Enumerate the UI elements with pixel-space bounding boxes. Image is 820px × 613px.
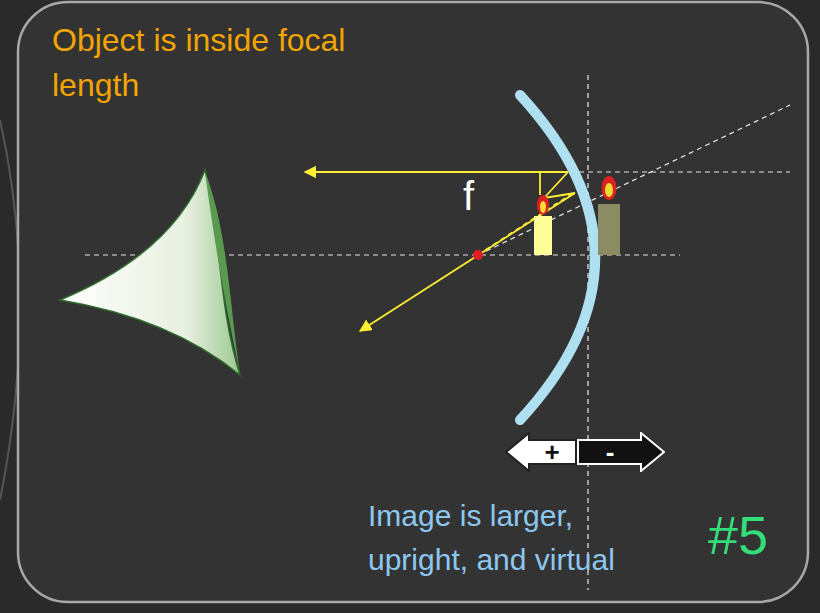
positive-arrow: +: [505, 432, 577, 472]
object-candle: [534, 195, 552, 255]
arrow-outline: [578, 433, 664, 471]
negative-arrow: -: [577, 432, 665, 472]
image-candle: [598, 176, 620, 255]
sign-text: +: [544, 437, 559, 468]
focal-point: [473, 250, 483, 260]
arrow-shape: [577, 432, 665, 472]
arrow-shape: [505, 432, 577, 472]
light-rays: [305, 172, 575, 331]
result-note: Image is larger, upright, and virtual: [368, 494, 668, 581]
sign-text: -: [606, 437, 615, 468]
callout-number: #5: [708, 508, 768, 562]
focal-label: f: [463, 176, 474, 216]
heading-note: Object is inside focal length: [52, 18, 352, 109]
arrow-outline: [506, 433, 576, 471]
slide-panel: [18, 2, 808, 602]
eye: [60, 170, 240, 375]
concave-mirror: [520, 95, 595, 420]
